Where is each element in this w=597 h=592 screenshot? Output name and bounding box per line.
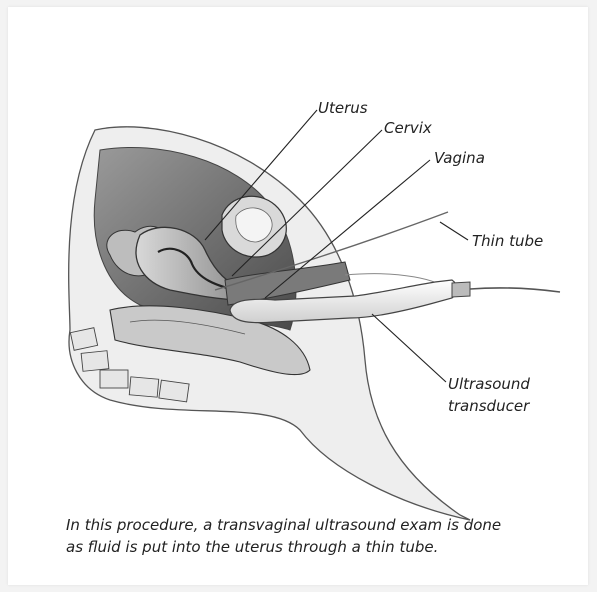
label-vagina: Vagina xyxy=(434,148,485,168)
figure-caption: In this procedure, a transvaginal ultras… xyxy=(66,514,566,558)
label-ultrasound-transducer-line2: transducer xyxy=(448,396,529,416)
probe-cable xyxy=(470,288,560,292)
caption-line-2: as fluid is put into the uterus through … xyxy=(66,536,566,558)
label-uterus: Uterus xyxy=(318,98,368,118)
label-ultrasound-transducer-line1: Ultrasound xyxy=(448,374,530,394)
label-thin-tube: Thin tube xyxy=(472,231,543,251)
caption-line-1: In this procedure, a transvaginal ultras… xyxy=(66,514,566,536)
label-cervix: Cervix xyxy=(384,118,432,138)
